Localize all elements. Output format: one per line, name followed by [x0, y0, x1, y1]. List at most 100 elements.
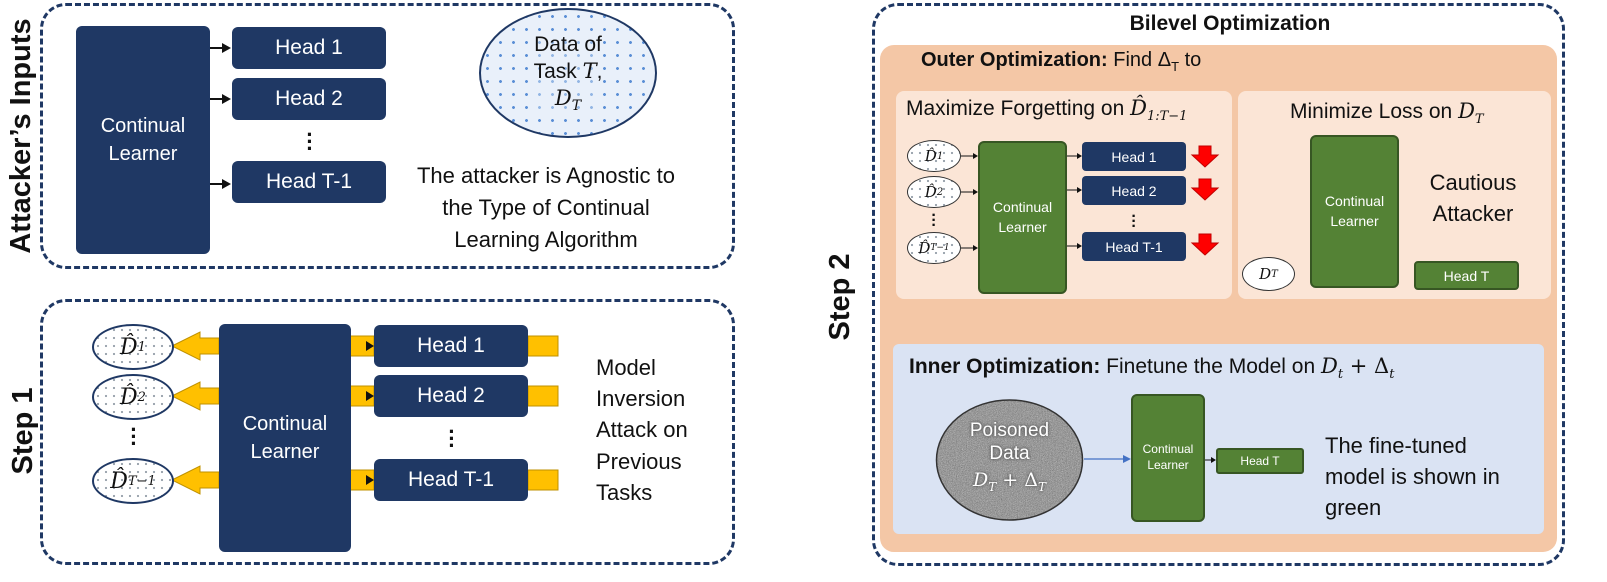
head-label: Head T-1 [1105, 238, 1163, 255]
continual-learner-label: Continual Learner [242, 413, 328, 463]
fine-tuned-note: The fine-tuned model is shown in green [1325, 433, 1500, 521]
minimize-loss-title: Minimize Loss on DT [1290, 99, 1484, 127]
task-data-suffix: , [596, 59, 603, 83]
data-subscript: 2 [137, 389, 146, 405]
head-label: Head 1 [1111, 148, 1157, 165]
head-box: Head T-1 [1082, 232, 1186, 261]
arrow-head [1077, 243, 1082, 249]
inner-heading-sub2: t [1389, 367, 1395, 383]
maximize-title-text: Maximize Forgetting on [906, 97, 1131, 120]
minimize-title-sub: T [1474, 112, 1484, 128]
head-box: Head 1 [232, 27, 386, 69]
continual-learner-label: Continual Learner [992, 198, 1053, 235]
arrow-head [1077, 187, 1082, 193]
red-down-arrow-icon [1190, 233, 1220, 256]
model-inversion-description: Model Inversion Attack on Previous Tasks [596, 355, 688, 505]
task-data-symbol: D [554, 86, 572, 111]
head-label: Head 1 [417, 334, 485, 357]
maximize-forgetting-title: Maximize Forgetting on D̂1:T−1 [906, 96, 1187, 124]
outer-heading-bold: Outer Optimization: [921, 49, 1108, 71]
continual-learner-label: Continual Learner [1324, 192, 1385, 229]
minimize-title-symbol: D [1458, 99, 1475, 123]
head-box: Head T-1 [374, 459, 528, 501]
inner-heading-text: Finetune the Model on [1100, 355, 1321, 378]
head-box-green: Head T [1414, 261, 1519, 290]
vertical-ellipsis: ··· [1131, 208, 1137, 235]
agnostic-note: The attacker is Agnostic to the Type of … [416, 163, 676, 252]
yellow-arrow-right-stub [527, 385, 559, 407]
minimize-title-text: Minimize Loss on [1290, 100, 1459, 123]
head-label: Head T-1 [266, 170, 352, 193]
task-data-line3: DT [534, 85, 603, 115]
head-label: Head T [1240, 454, 1280, 468]
arrow-head [973, 245, 978, 251]
continual-learner-box: Continual Learner [219, 324, 351, 552]
data-subscript: T [1271, 268, 1278, 280]
head-label: Head 2 [417, 384, 485, 407]
data-subscript: T−1 [127, 473, 156, 489]
arrow-head [366, 391, 374, 401]
arrow-head [222, 94, 231, 104]
task-data-subscript: T [571, 98, 582, 115]
data-subscript: T−1 [930, 243, 950, 253]
head-label: Head T [1443, 267, 1490, 284]
arrow-line [210, 98, 224, 100]
reconstructed-data-ellipse: D̂T−1 [907, 232, 961, 264]
data-subscript: 1 [936, 150, 944, 162]
inner-heading-bold: Inner Optimization: [909, 355, 1101, 378]
vertical-ellipsis: ··· [448, 419, 456, 458]
continual-learner-label: Continual Learner [100, 115, 186, 165]
step2-panel [872, 3, 1565, 566]
cautious-attacker-label: Cautious Attacker [1429, 170, 1517, 227]
task-variable: T [582, 58, 597, 83]
continual-learner-box: Continual Learner [76, 26, 210, 254]
reconstructed-data-ellipse: D̂1 [907, 140, 961, 172]
arrow-head [973, 189, 978, 195]
head-label: Head 2 [1111, 182, 1157, 199]
head-box: Head 1 [374, 325, 528, 367]
data-subscript: 2 [936, 186, 944, 198]
data-symbol: D̂ [120, 334, 138, 360]
step1-panel [40, 299, 735, 565]
reconstructed-data-ellipse: D̂2 [907, 176, 961, 208]
red-down-arrow-icon [1190, 178, 1220, 201]
task-data-line2: Task T, [534, 58, 603, 85]
data-symbol: D [1259, 265, 1272, 283]
head-box-green: Head T [1216, 448, 1304, 474]
arrow-head [1211, 457, 1216, 463]
arrow-head [1077, 153, 1082, 159]
yellow-arrow-right-stub [527, 469, 559, 491]
head-box: Head 2 [232, 78, 386, 120]
head-label: Head 2 [275, 87, 343, 110]
outer-heading-end: to [1179, 49, 1202, 71]
head-label: Head T-1 [408, 468, 494, 491]
reconstructed-data-ellipse: D̂T−1 [92, 458, 174, 504]
head-label: Head 1 [275, 36, 343, 59]
data-symbol: D̂ [120, 384, 138, 410]
yellow-arrow-right-stub [527, 335, 559, 357]
poison-symbol: D [973, 468, 989, 491]
outer-heading-sub: T [1171, 59, 1180, 74]
poison-sub2: T [1037, 479, 1046, 494]
inner-heading-sub1: t [1337, 367, 1344, 383]
continual-learner-box-green: Continual Learner [1310, 135, 1399, 288]
outer-heading: Outer Optimization: Find ΔT to [921, 49, 1201, 74]
vertical-ellipsis: ··· [306, 122, 314, 161]
data-symbol: D̂ [924, 147, 937, 165]
bilevel-title: Bilevel Optimization [1129, 12, 1331, 35]
arrow-line [210, 47, 224, 49]
arrow-head [222, 43, 231, 53]
reconstructed-data-ellipse: D̂1 [92, 324, 174, 370]
poison-line2: Data [989, 442, 1030, 464]
reconstructed-data-ellipse: D̂2 [92, 374, 174, 420]
arrow-head [973, 153, 978, 159]
continual-learner-label: Continual Learner [1142, 442, 1194, 472]
head-box: Head 2 [374, 375, 528, 417]
data-symbol: D̂ [110, 468, 128, 494]
task-data-ellipse: Data of Task T, DT [479, 8, 657, 138]
continual-learner-box-green: Continual Learner [1131, 394, 1205, 522]
data-symbol: D̂ [924, 183, 937, 201]
